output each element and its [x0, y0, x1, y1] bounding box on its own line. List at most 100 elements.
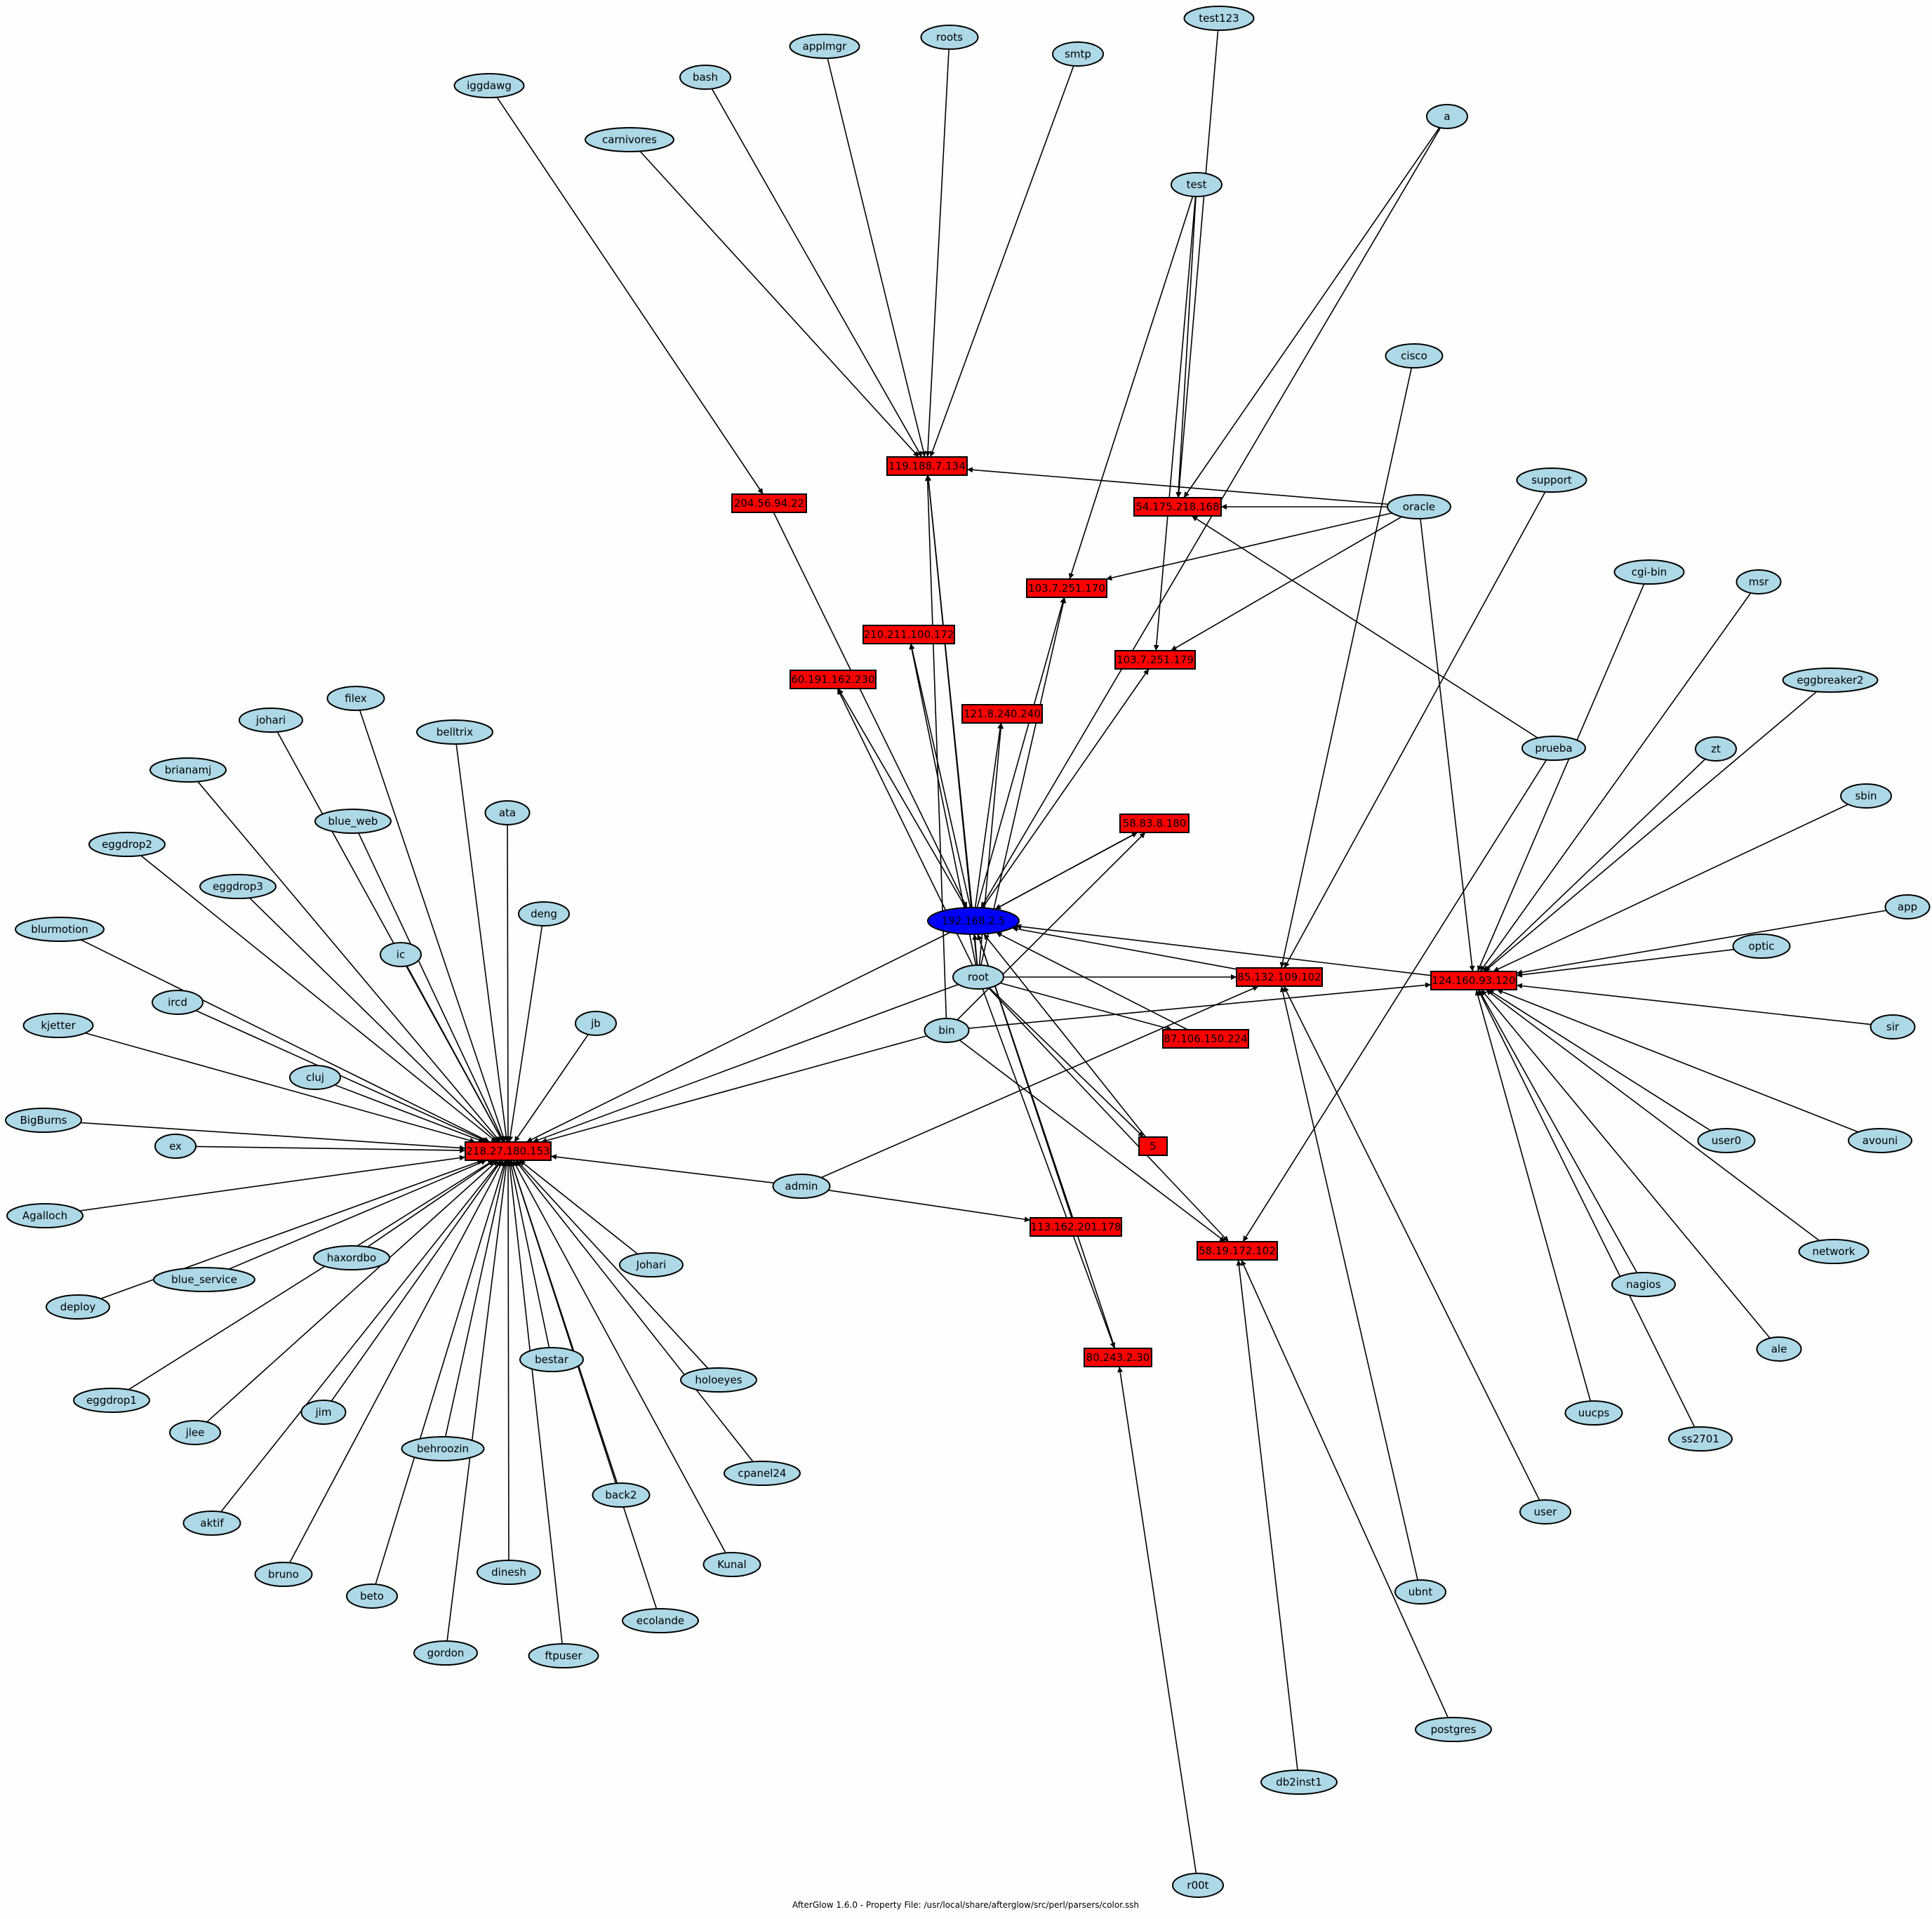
user-node-network[interactable]: network	[1798, 1239, 1870, 1264]
user-node-test123[interactable]: test123	[1183, 6, 1255, 31]
user-node-zt[interactable]: zt	[1695, 736, 1737, 762]
user-node-filex[interactable]: filex	[326, 686, 385, 711]
user-node-admin[interactable]: admin	[772, 1174, 831, 1199]
user-node-ubnt[interactable]: ubnt	[1394, 1579, 1446, 1605]
user-node-applmgr[interactable]: applmgr	[789, 34, 860, 59]
ip-node-ip_204[interactable]: 204.56.94.22	[731, 493, 807, 513]
ip-node-ip_87[interactable]: 87.106.150.224	[1162, 1029, 1249, 1049]
user-node-gordon[interactable]: gordon	[413, 1640, 478, 1666]
user-node-jb[interactable]: jb	[575, 1011, 617, 1036]
ip-node-ip_54[interactable]: 54.175.218.168	[1133, 497, 1222, 517]
user-node-ecolande[interactable]: ecolande	[622, 1608, 699, 1633]
user-node-bin[interactable]: bin	[924, 1018, 970, 1043]
user-node-haxordbo[interactable]: haxordbo	[313, 1245, 390, 1270]
user-node-Johari2[interactable]: Johari	[619, 1252, 684, 1277]
user-node-back2[interactable]: back2	[592, 1482, 651, 1508]
user-node-blue_web[interactable]: blue_web	[314, 809, 392, 834]
user-node-prueba[interactable]: prueba	[1521, 736, 1586, 761]
ip-node-ip_58b[interactable]: 58.19.172.102	[1197, 1241, 1278, 1261]
ip-node-ip_124[interactable]: 124.160.93.120	[1430, 971, 1517, 990]
node-label: dinesh	[491, 1566, 526, 1579]
user-node-deploy[interactable]: deploy	[46, 1294, 110, 1320]
center-ip-node-center[interactable]: 192.168.2.5	[927, 907, 1020, 935]
user-node-ex[interactable]: ex	[154, 1134, 196, 1159]
user-node-bestar[interactable]: bestar	[519, 1347, 584, 1372]
user-node-Agalloch[interactable]: Agalloch	[6, 1203, 84, 1228]
user-node-Kunal[interactable]: Kunal	[702, 1552, 761, 1577]
user-node-brianamj[interactable]: brianamj	[149, 757, 227, 783]
node-label: 87.106.150.224	[1164, 1032, 1247, 1045]
user-node-bruno[interactable]: bruno	[254, 1562, 313, 1587]
user-node-eggdrop1[interactable]: eggdrop1	[73, 1388, 150, 1413]
user-node-smtp[interactable]: smtp	[1052, 41, 1104, 67]
ip-node-ip_58a[interactable]: 58.83.8.180	[1119, 814, 1190, 833]
ip-node-ip_210[interactable]: 210.211.100.172	[862, 625, 955, 644]
ip-node-ip_119[interactable]: 119.188.7.134	[886, 456, 968, 476]
user-node-deng[interactable]: deng	[518, 901, 570, 927]
node-label: ata	[499, 806, 516, 819]
user-node-holoeyes[interactable]: holoeyes	[680, 1367, 757, 1393]
ip-node-ip_60[interactable]: 60.191.162.230	[790, 670, 877, 689]
user-node-ss2701[interactable]: ss2701	[1668, 1426, 1733, 1452]
ip-node-ip_113[interactable]: 113.162.201.178	[1030, 1217, 1122, 1237]
user-node-bash[interactable]: bash	[679, 65, 731, 90]
user-node-cluj[interactable]: cluj	[289, 1065, 341, 1090]
user-node-dinesh[interactable]: dinesh	[477, 1560, 541, 1585]
ip-node-ip_85[interactable]: 85.132.109.102	[1236, 967, 1323, 987]
edge-center-to-ip_103b	[982, 668, 1150, 908]
ip-node-ip_103a[interactable]: 103.7.251.170	[1026, 578, 1107, 598]
user-node-uucps[interactable]: uucps	[1564, 1400, 1623, 1426]
user-node-user[interactable]: user	[1519, 1499, 1571, 1525]
user-node-behroozin[interactable]: behroozin	[401, 1436, 485, 1461]
user-node-iggdawg[interactable]: iggdawg	[453, 73, 525, 98]
user-node-support[interactable]: support	[1516, 467, 1587, 493]
user-node-oracle[interactable]: oracle	[1387, 494, 1451, 519]
ip-node-ip_103b[interactable]: 103.7.251.179	[1114, 650, 1196, 670]
user-node-johari1[interactable]: johari	[239, 708, 303, 733]
user-node-sbin[interactable]: sbin	[1840, 783, 1892, 809]
ip-node-ip_121[interactable]: 121.8.240.240	[961, 704, 1043, 724]
user-node-ale[interactable]: ale	[1756, 1336, 1802, 1362]
user-node-blurmotion[interactable]: blurmotion	[15, 917, 105, 942]
user-node-msr[interactable]: msr	[1736, 569, 1782, 595]
node-label: test123	[1199, 12, 1239, 25]
user-node-beto[interactable]: beto	[346, 1583, 398, 1609]
user-node-postgres[interactable]: postgres	[1415, 1717, 1492, 1742]
user-node-ata[interactable]: ata	[484, 800, 531, 825]
user-node-sir[interactable]: sir	[1870, 1014, 1916, 1040]
user-node-carnivores[interactable]: carnivores	[585, 127, 674, 152]
user-node-r00t[interactable]: r00t	[1172, 1873, 1224, 1898]
user-node-a[interactable]: a	[1426, 104, 1468, 129]
user-node-cisco[interactable]: cisco	[1385, 343, 1444, 368]
node-label: 124.160.93.120	[1432, 974, 1515, 987]
user-node-avouni[interactable]: avouni	[1848, 1128, 1912, 1153]
user-node-BigBurns[interactable]: BigBurns	[5, 1108, 82, 1133]
user-node-ircd[interactable]: ircd	[152, 990, 204, 1015]
ip-node-ip_218[interactable]: 218.27.180.153	[465, 1141, 552, 1161]
user-node-app[interactable]: app	[1884, 894, 1931, 919]
user-node-user0[interactable]: user0	[1697, 1128, 1756, 1153]
user-node-nagios[interactable]: nagios	[1611, 1272, 1676, 1297]
user-node-ftpuser[interactable]: ftpuser	[528, 1643, 599, 1668]
user-node-eggdrop3[interactable]: eggdrop3	[199, 874, 277, 899]
user-node-kjetter[interactable]: kjetter	[22, 1013, 94, 1038]
user-node-roots[interactable]: roots	[920, 25, 979, 50]
edge-bash-to-ip_119	[711, 88, 923, 458]
user-node-jlee[interactable]: jlee	[169, 1420, 221, 1445]
ip-node-ip_5[interactable]: 5	[1138, 1136, 1168, 1156]
user-node-eggbreaker2[interactable]: eggbreaker2	[1782, 668, 1879, 693]
user-node-optic[interactable]: optic	[1732, 934, 1791, 959]
user-node-belltrix[interactable]: belltrix	[416, 719, 493, 745]
user-node-cgibin[interactable]: cgi-bin	[1613, 559, 1685, 585]
edge-msr-to-ip_124	[1479, 592, 1752, 972]
user-node-test[interactable]: test	[1171, 172, 1223, 197]
user-node-root[interactable]: root	[952, 964, 1004, 990]
ip-node-ip_80[interactable]: 80.243.2.30	[1084, 1348, 1152, 1367]
user-node-eggdrop2[interactable]: eggdrop2	[88, 832, 166, 857]
user-node-aktif[interactable]: aktif	[182, 1510, 241, 1536]
user-node-blue_service[interactable]: blue_service	[153, 1267, 255, 1292]
user-node-ic[interactable]: ic	[380, 942, 422, 967]
user-node-jim[interactable]: jim	[300, 1400, 347, 1425]
user-node-cpanel24[interactable]: cpanel24	[724, 1461, 801, 1486]
user-node-db2inst1[interactable]: db2inst1	[1260, 1769, 1338, 1795]
